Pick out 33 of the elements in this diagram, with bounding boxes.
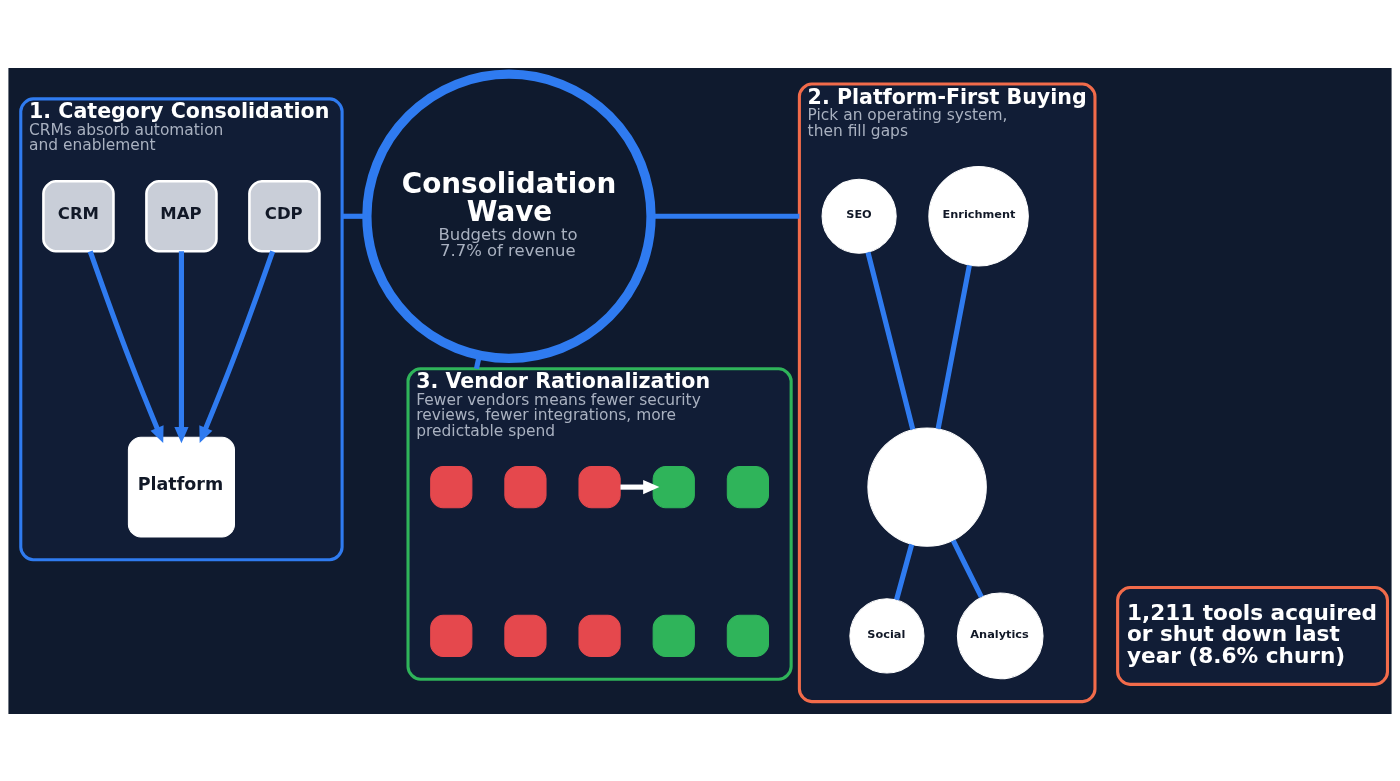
- node-circle: Consolidation Wave Budgets down to 7.7% of revenue: [362, 69, 656, 363]
- node-box: [726, 614, 769, 657]
- cluster: 3. Vendor Rationalization Fewer vendors means fewer security reviews, fewer integrations, more predictable spend: [406, 366, 793, 681]
- node-box: CRM: [42, 179, 115, 253]
- connector: [473, 356, 482, 369]
- connector: [865, 251, 916, 430]
- node-box: [652, 614, 695, 657]
- connector: [935, 264, 972, 429]
- node-box: MAP: [145, 179, 218, 253]
- node-box: [726, 465, 769, 508]
- node-box: 1,211 tools acquired or shut down last year (8.6% churn): [1116, 585, 1389, 686]
- node-box: [504, 465, 547, 508]
- connector: [653, 213, 800, 219]
- node-box: [430, 465, 473, 508]
- node-box: [430, 614, 473, 657]
- node-circle: Social: [849, 597, 925, 674]
- arrow: [174, 250, 189, 443]
- node-circle: Analytics: [956, 592, 1044, 679]
- node-circle: [867, 426, 987, 547]
- arrow: [87, 249, 164, 443]
- node-box: [504, 614, 547, 657]
- arrow: [199, 249, 276, 443]
- node-box: CDP: [248, 179, 321, 253]
- node-box: [652, 465, 695, 508]
- node-box: Platform: [127, 436, 235, 538]
- connector: [342, 213, 365, 219]
- node-box: [578, 465, 621, 508]
- node-circle: SEO: [821, 178, 897, 254]
- node-box: [578, 614, 621, 657]
- arrow: [620, 479, 660, 494]
- connector: [894, 543, 915, 600]
- node-circle: Enrichment: [928, 165, 1029, 267]
- connector: [951, 539, 984, 598]
